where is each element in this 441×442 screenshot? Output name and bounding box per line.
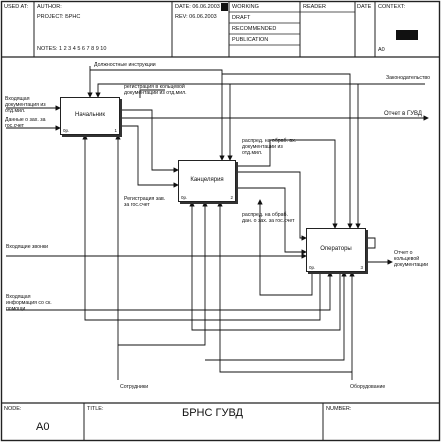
date-label: DATE: 06.06.2003 xyxy=(175,4,220,10)
arrow-label-reg-ring: регистрация в кольцевой документации из … xyxy=(124,84,187,96)
arrow-label-docs-in: Входящая документация из отд.мил. xyxy=(5,96,46,114)
box-number: 2 xyxy=(230,195,233,200)
rev-label: REV: 06.06.2003 xyxy=(175,14,217,20)
context-box xyxy=(396,30,418,40)
title-label: TITLE: xyxy=(87,406,104,412)
box-title: Канцелярия xyxy=(190,177,224,183)
status-draft: DRAFT xyxy=(232,15,251,21)
activity-box-3[interactable]: Операторы 0р. 3 xyxy=(306,228,366,272)
arrow-label-info-help: Входящая информация со ск. помощи xyxy=(6,294,52,312)
arrow-label-orders-pay: Данные о зах. за гос.счет xyxy=(5,117,46,129)
box-op: 0р. xyxy=(181,195,188,200)
arrow-label-law: Законодательство xyxy=(386,75,430,81)
arrow-label-instructions: Должностные инструкции xyxy=(94,62,156,68)
number-label: NUMBER: xyxy=(326,406,352,412)
box-number: 1 xyxy=(114,128,117,133)
arrow-label-distr-docs: распред. на обраб. вх. документации из о… xyxy=(242,138,297,156)
activity-box-1[interactable]: Начальник 0р. 1 xyxy=(60,97,120,135)
context-label: CONTEXT: xyxy=(378,4,406,10)
arrow-label-report-ring: Отчет о кольцевой документации xyxy=(394,250,429,268)
arrow-label-calls: Входящие звонки xyxy=(6,244,49,250)
arrow-label-report-guvd: Отчет в ГУВД xyxy=(384,111,422,117)
arrow-label-equipment: Оборудование xyxy=(350,384,386,390)
node-value: A0 xyxy=(36,421,50,433)
status-publication: PUBLICATION xyxy=(232,37,269,43)
context-code: A0 xyxy=(378,47,385,53)
project-label: PROJECT: БРНС xyxy=(37,14,81,20)
reader-label: READER xyxy=(303,4,326,10)
diagram-title: БРНС ГУВД xyxy=(182,407,243,419)
box-op: 0р. xyxy=(63,128,70,133)
reader-date-label: DATE xyxy=(357,4,372,10)
arrow-label-staff: Сотрудники xyxy=(120,384,149,390)
used-at-label: USED AT: xyxy=(4,4,29,10)
box-title: Начальник xyxy=(75,112,105,119)
box-title: Операторы xyxy=(320,245,352,252)
arrow-label-distr-pay: распред. на обраб. дан. о зах. за гос.сч… xyxy=(242,212,295,224)
box-op: 0р. xyxy=(309,265,316,270)
author-label: AUTHOR: xyxy=(37,4,62,10)
status-recommended: RECOMMENDED xyxy=(232,26,277,32)
arrow-label-reg-pay: Регистрация зав. за гос.счет xyxy=(124,196,166,208)
status-working: WORKING xyxy=(232,4,259,10)
node-label: NODE: xyxy=(4,406,22,412)
box-number: 3 xyxy=(360,265,363,270)
notes-label: NOTES: 1 2 3 4 5 6 7 8 9 10 xyxy=(37,46,107,52)
activity-box-2[interactable]: Канцелярия 0р. 2 xyxy=(178,160,236,202)
working-status-marker xyxy=(221,3,228,11)
